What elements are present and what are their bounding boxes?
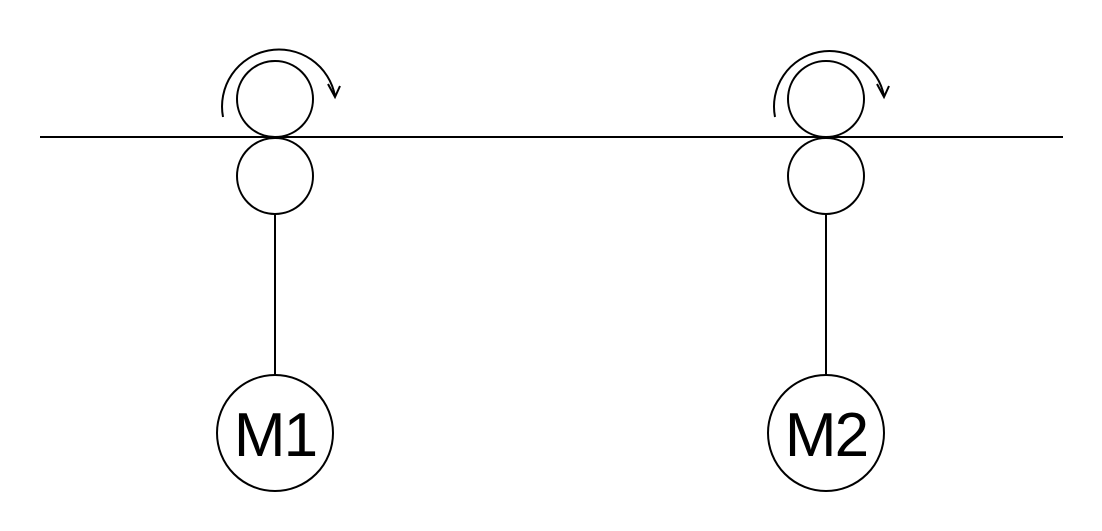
motor-m1-label: M1 [234, 401, 316, 470]
rotation-arrow-icon [221, 48, 336, 118]
arrowhead-icon [327, 83, 341, 100]
roll-stand-2: M2 [767, 50, 890, 492]
motor-m1 [216, 374, 334, 492]
upper-roller [787, 60, 865, 138]
lower-roller [236, 137, 314, 215]
roll-stand-1: M1 [216, 48, 341, 492]
motor-m2 [767, 374, 885, 492]
lower-roller [787, 137, 865, 215]
upper-roller [236, 60, 314, 138]
arrowhead-icon [876, 83, 890, 100]
motor-m2-label: M2 [785, 401, 867, 470]
rotation-arrow-icon [773, 50, 885, 118]
